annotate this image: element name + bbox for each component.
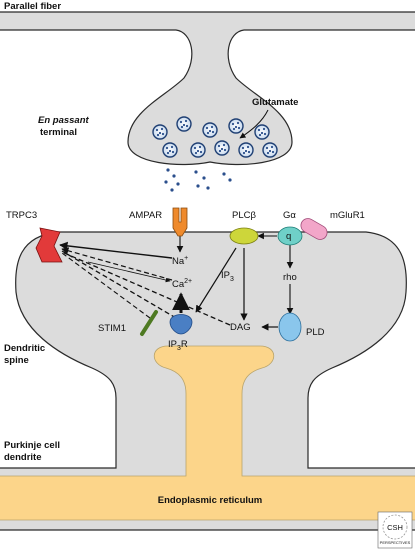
vesicle — [152, 124, 168, 140]
en-passant-label: En passant — [38, 115, 90, 126]
spine-label: spine — [4, 355, 29, 366]
ions: Na+ Ca2+ IP3 rho DAG — [172, 255, 297, 333]
ca-label: Ca2+ — [172, 278, 192, 290]
pld-label: PLD — [306, 327, 325, 338]
glutamate-dot — [164, 180, 168, 184]
helix-icon — [382, 514, 408, 540]
glutamate-dot — [228, 178, 232, 182]
glutamate-dot — [222, 172, 226, 176]
logo-top: CSH — [387, 523, 403, 532]
csh-perspectives-logo: CSH PERSPECTIVES — [377, 511, 413, 549]
dendritic-label: Dendritic — [4, 343, 45, 354]
glutamate-dot — [196, 184, 200, 188]
ip3-label: IP3 — [221, 270, 234, 283]
glutamate-dot — [166, 168, 170, 172]
mglur1-label: mGluR1 — [330, 210, 365, 221]
galpha-label: Gα — [283, 210, 296, 221]
glutamate-dot — [206, 186, 210, 190]
na-label: Na+ — [172, 255, 188, 267]
glutamate-dot — [172, 174, 176, 178]
glutamate-label: Glutamate — [252, 97, 298, 108]
synaptic-vesicles — [152, 116, 278, 158]
stim1-shape — [140, 310, 158, 336]
dag-to-trpc3-dashed — [61, 251, 231, 326]
endoplasmic-reticulum — [0, 345, 415, 521]
glutamate-dot — [170, 188, 174, 192]
ip3r-to-trpc3-dashed — [61, 250, 177, 319]
na-to-trpc3-arrow — [59, 241, 173, 259]
ampar-shape — [172, 207, 188, 237]
signaling-arrows — [59, 232, 294, 331]
trpc3-channel: TRPC3 — [6, 210, 63, 263]
galpha-shape — [277, 226, 303, 246]
plcb-label: PLCβ — [232, 210, 256, 221]
pld-shape — [278, 312, 302, 342]
vesicle — [238, 142, 254, 158]
vesicle — [176, 116, 192, 132]
plcb-enzyme: PLCβ — [229, 210, 259, 245]
stim1-to-trpc3-dashed — [61, 252, 151, 319]
vesicle — [254, 124, 270, 140]
parallel-fiber-membrane — [0, 11, 415, 166]
released-glutamate — [164, 168, 232, 192]
logo-bottom: PERSPECTIVES — [380, 540, 411, 545]
rho-label: rho — [283, 272, 297, 283]
terminal-label: terminal — [40, 127, 77, 138]
dag-label: DAG — [230, 322, 251, 333]
trpc3-label: TRPC3 — [6, 210, 37, 221]
parallel-fiber-label: Parallel fiber — [4, 1, 61, 12]
vesicle — [214, 140, 230, 156]
trpc3-shape — [35, 227, 63, 263]
plcb-to-ip3r-arrow — [195, 247, 237, 313]
pld-enzyme: PLD — [278, 312, 325, 342]
ca-to-trpc3-dashed — [61, 247, 173, 281]
ampar-label: AMPAR — [129, 210, 162, 221]
stim1-label: STIM1 — [98, 323, 126, 334]
glutamate-pointer — [239, 109, 269, 139]
vesicle — [228, 118, 244, 134]
dendritic-spine: Dendritic spine Purkinje cell dendrite E… — [0, 231, 415, 531]
ip3r-shape — [169, 314, 193, 335]
vesicle — [202, 122, 218, 138]
galpha-protein: q Gα — [277, 210, 303, 246]
dendrite-label: dendrite — [4, 452, 41, 463]
mglur1-receptor: mGluR1 — [300, 210, 365, 240]
vesicle — [190, 142, 206, 158]
stim1-protein: STIM1 — [98, 310, 158, 336]
glutamate-dot — [202, 176, 206, 180]
vesicle — [162, 142, 178, 158]
purkinje-cell-label: Purkinje cell — [4, 440, 60, 451]
glutamate-dot — [194, 170, 198, 174]
plcb-shape — [229, 227, 259, 245]
thin-to-ca-arrow — [87, 261, 171, 283]
glutamate-dot — [176, 182, 180, 186]
er-label: Endoplasmic reticulum — [158, 495, 263, 506]
ip3r-label: IP3R — [168, 339, 188, 352]
gq-label: q — [286, 231, 291, 242]
vesicle — [262, 142, 278, 158]
ampar-receptor: AMPAR — [129, 207, 188, 237]
mglur1-shape — [300, 218, 328, 240]
ip3r-receptor: IP3R — [168, 314, 193, 352]
parallel-fiber: Parallel fiber En passant terminal Gluta… — [0, 1, 415, 192]
